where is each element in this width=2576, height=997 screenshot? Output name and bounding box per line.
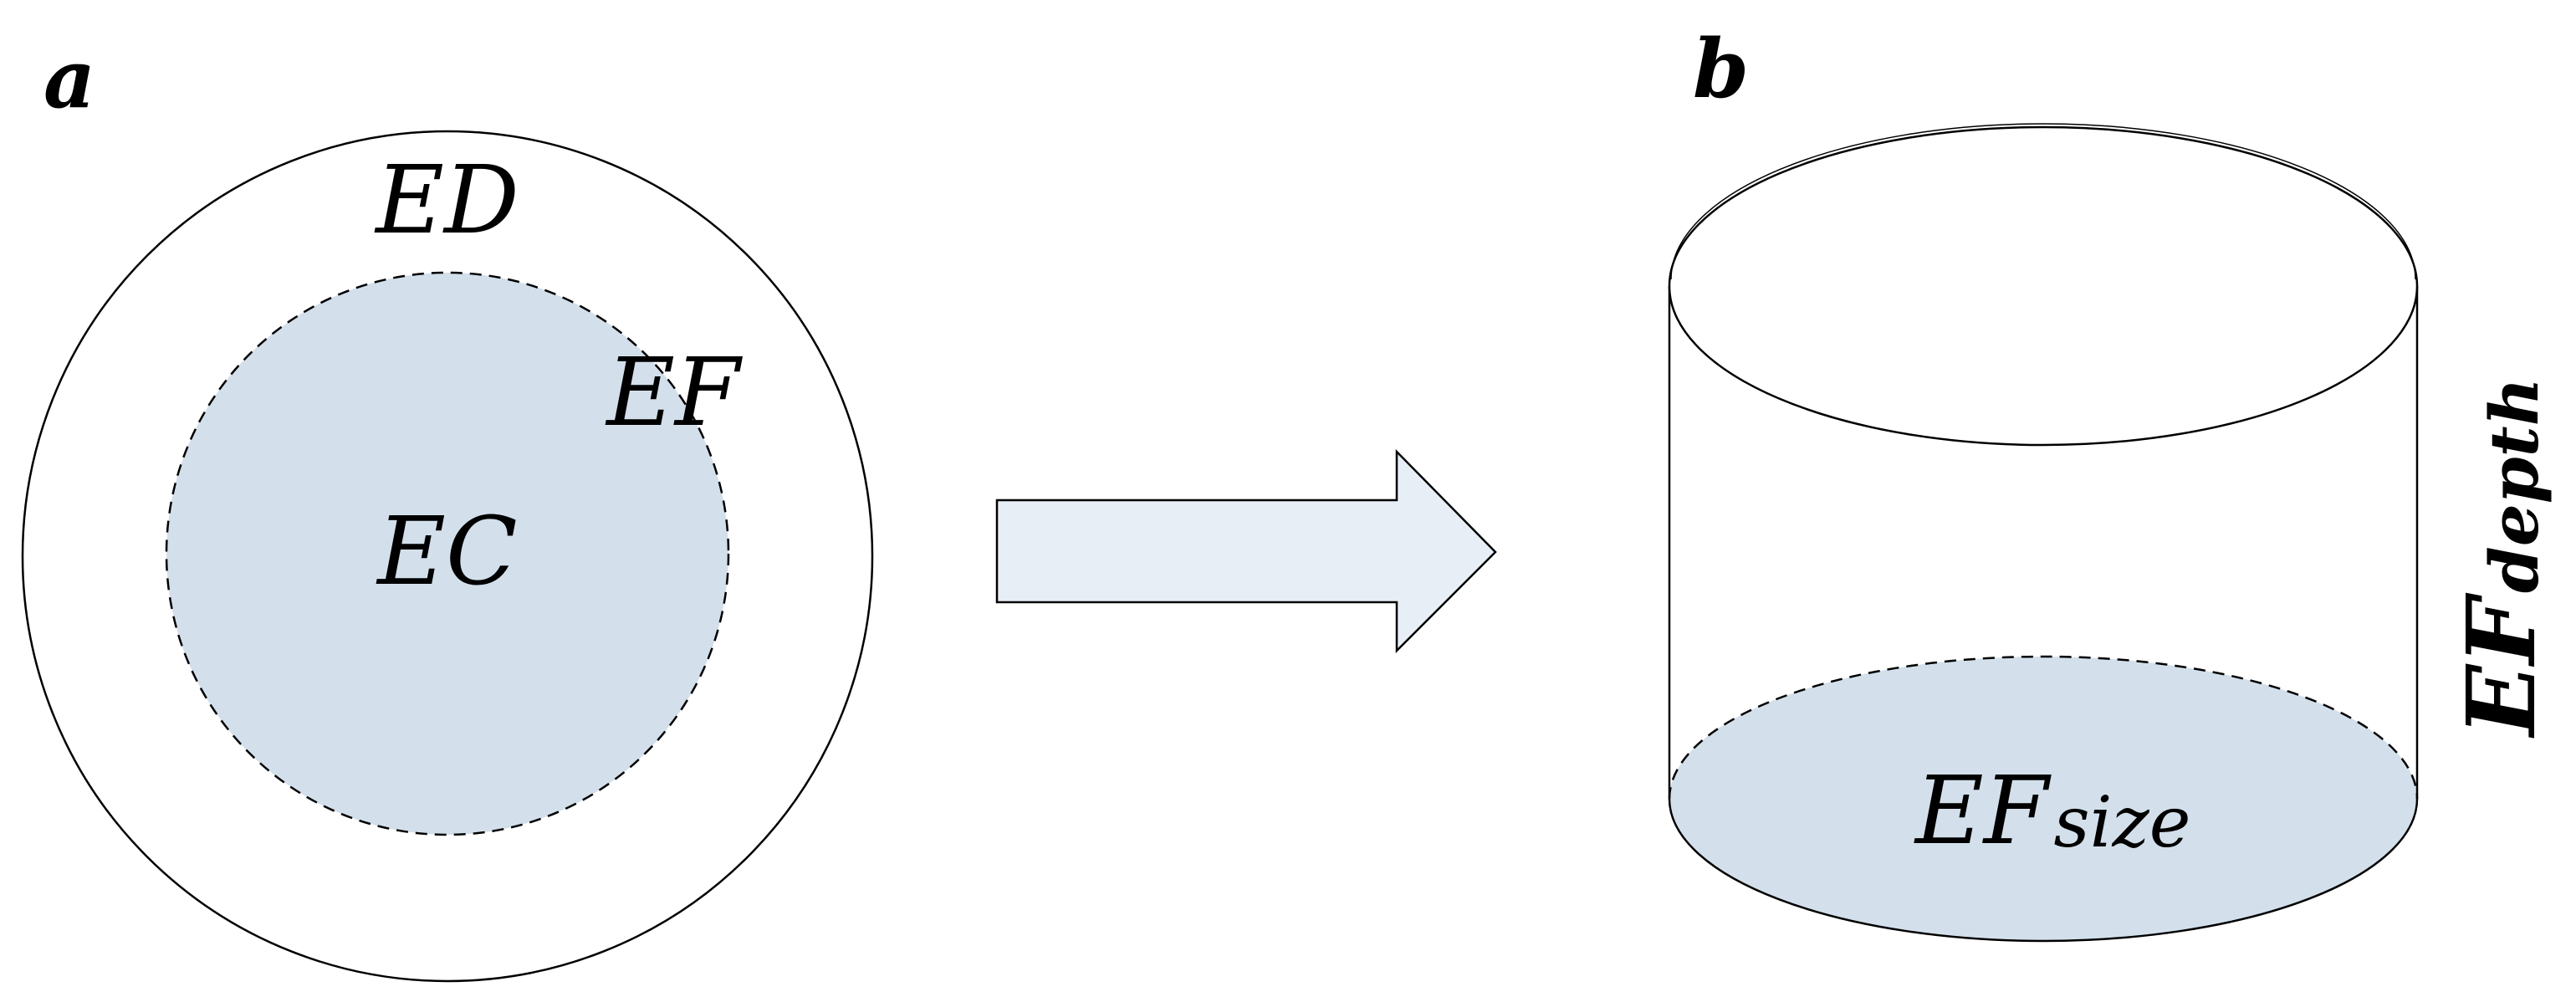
label-ef-size: EFsize [1914,757,2190,866]
inner-circle-ec [165,271,730,836]
cylinder-top [1668,125,2419,447]
transition-arrow [995,448,1497,654]
label-ec: EC [376,498,517,606]
panel-a: a ED EF EC [21,32,874,983]
cylinder-base-back-edge [1668,655,2419,800]
cylinder-base-front-edge [1668,798,2419,943]
label-ef-size-sub: size [2053,781,2190,863]
panel-a-label: a [43,32,95,126]
cylinder-base-fill [1669,657,2417,941]
cylinder-top-rim [1670,123,2416,280]
label-ed: ED [374,146,519,255]
label-ef-size-main: EF [1914,757,2052,866]
label-ef-depth: EFdepth [2447,377,2557,739]
outer-circle-ed [21,130,874,983]
panel-b: b EFsize EFdepth [1668,22,2557,943]
panel-b-label: b [1693,22,1749,116]
label-ef-depth-main: EF [2447,592,2557,739]
label-ef-depth-sub: depth [2475,377,2553,593]
label-ef: EF [605,339,743,447]
